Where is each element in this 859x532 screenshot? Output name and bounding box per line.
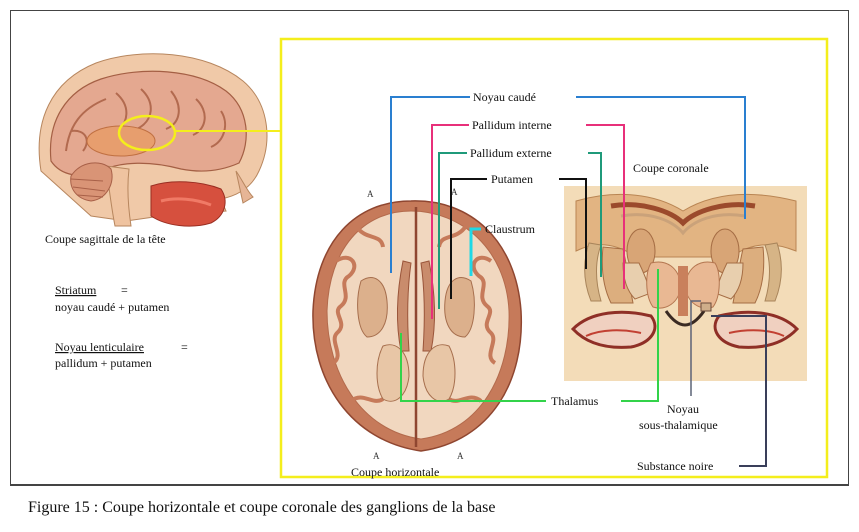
sagittal-title: Coupe sagittale de la tête xyxy=(45,232,166,246)
lenticular-definition: pallidum + putamen xyxy=(55,356,152,370)
striatum-term: Striatum xyxy=(55,283,97,297)
label-claustrum: Claustrum xyxy=(485,222,536,236)
label-substance-noire: Substance noire xyxy=(637,459,713,473)
orientation-mark-top-right: A xyxy=(451,187,458,197)
label-putamen: Putamen xyxy=(491,172,533,186)
orientation-mark-top-left: A xyxy=(367,189,374,199)
striatum-definition: noyau caudé + putamen xyxy=(55,300,169,314)
coronal-section-label: Coupe coronale xyxy=(633,161,709,175)
lenticular-term: Noyau lenticulaire xyxy=(55,340,144,354)
label-noyau: Noyau xyxy=(667,402,699,416)
label-pallidum-externe: Pallidum externe xyxy=(470,146,552,160)
sagittal-head-illustration xyxy=(39,54,281,226)
figure-caption: Figure 15 : Coupe horizontale et coupe c… xyxy=(28,499,495,517)
orientation-mark-bottom-left: A xyxy=(373,451,380,461)
label-sous-thalamique: sous-thalamique xyxy=(639,418,718,432)
figure-frame: Coupe sagittale de la tête Striatum = no… xyxy=(10,10,849,485)
label-noyau-caude: Noyau caudé xyxy=(473,90,536,104)
orientation-mark-bottom-right: A xyxy=(457,451,464,461)
striatum-equals: = xyxy=(121,283,128,297)
horizontal-brain-section xyxy=(313,201,521,451)
anatomy-diagram: Coupe sagittale de la tête Striatum = no… xyxy=(11,11,850,486)
caption-row: Figure 15 : Coupe horizontale et coupe c… xyxy=(10,485,849,531)
lenticular-equals: = xyxy=(181,340,188,354)
horizontal-section-label: Coupe horizontale xyxy=(351,465,439,479)
label-pallidum-interne: Pallidum interne xyxy=(472,118,552,132)
label-thalamus: Thalamus xyxy=(551,394,599,408)
